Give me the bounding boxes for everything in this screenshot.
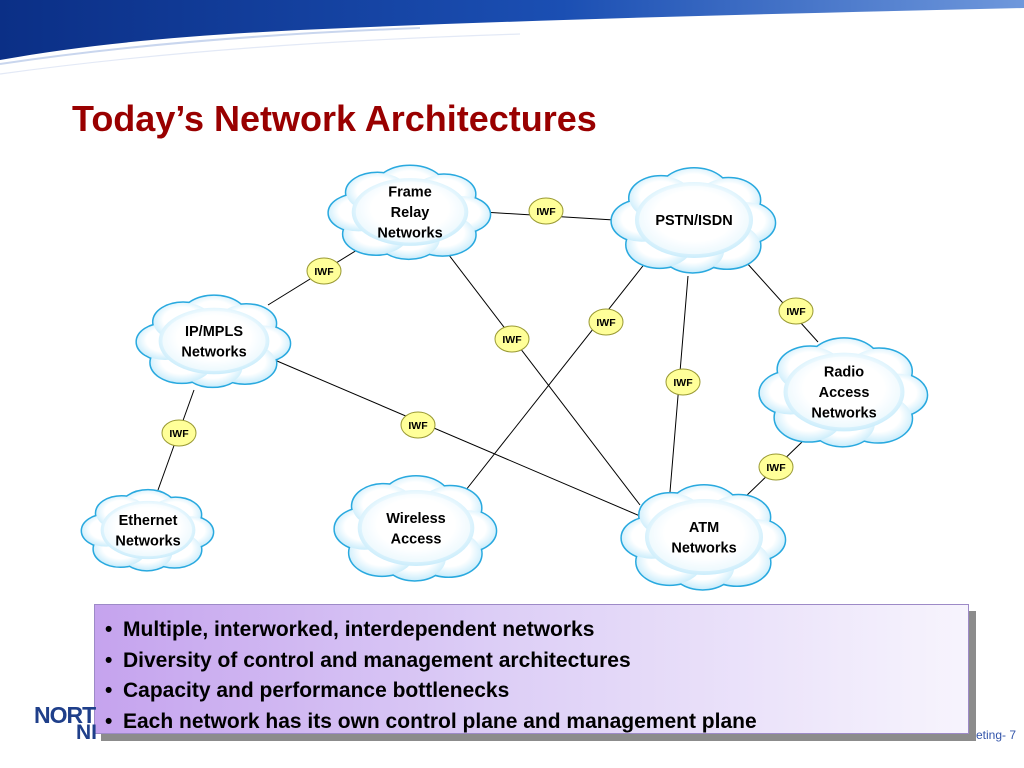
- footer-page-number: eting- 7: [975, 728, 1016, 742]
- cloud-label: Networks: [115, 533, 180, 549]
- iwf-node: IWF: [778, 297, 814, 325]
- iwf-node: IWF: [665, 368, 701, 396]
- cloud-label: Relay: [391, 205, 430, 221]
- connection-line: [461, 261, 647, 496]
- logo-text-line1: NORT: [34, 702, 96, 728]
- cloud-label: Networks: [671, 540, 736, 556]
- bullets-box: • Multiple, interworked, interdependent n…: [94, 604, 969, 734]
- connection-line: [269, 357, 641, 517]
- connection-line: [441, 245, 641, 506]
- cloud-label: Ethernet: [119, 513, 178, 529]
- iwf-label: IWF: [536, 206, 556, 218]
- iwf-node: IWF: [161, 419, 197, 447]
- cloud-label: Access: [391, 531, 442, 547]
- iwf-node: IWF: [494, 325, 530, 353]
- company-logo: NORT NI: [34, 702, 96, 742]
- cloud-label: Frame: [388, 185, 432, 201]
- bullet-text: Diversity of control and management arch…: [123, 648, 631, 672]
- iwf-label: IWF: [314, 266, 334, 278]
- iwf-node: IWF: [400, 411, 436, 439]
- cloud-label: Access: [819, 385, 870, 401]
- bullets-list: • Multiple, interworked, interdependent n…: [105, 615, 956, 737]
- cloud-pstn-isdn: PSTN/ISDN: [610, 166, 777, 274]
- iwf-node: IWF: [588, 308, 624, 336]
- header-swoosh: [0, 0, 1024, 75]
- iwf-nodes: IWF IWF IWF IWF IWF IWF IWF IWF IWF: [161, 197, 814, 481]
- cloud-label: Networks: [811, 406, 876, 422]
- bullet-symbol: •: [105, 618, 113, 641]
- iwf-node: IWF: [758, 453, 794, 481]
- bullet-text: Each network has its own control plane a…: [123, 709, 757, 733]
- cloud-label: PSTN/ISDN: [655, 213, 732, 229]
- iwf-label: IWF: [596, 317, 616, 329]
- bullet-text: Multiple, interworked, interdependent ne…: [123, 618, 595, 641]
- iwf-node: IWF: [306, 257, 342, 285]
- iwf-label: IWF: [673, 377, 693, 389]
- bullet-item: • Multiple, interworked, interdependent n…: [105, 615, 956, 646]
- cloud-label: Wireless: [386, 511, 446, 527]
- cloud-label: IP/MPLS: [185, 324, 243, 340]
- cloud-label: Networks: [181, 344, 246, 360]
- cloud-label: Networks: [377, 226, 442, 242]
- bullet-item: • Each network has its own control plane …: [105, 707, 956, 738]
- network-diagram: FrameRelayNetworksPSTN/ISDNIP/MPLSNetwor…: [80, 164, 929, 591]
- iwf-label: IWF: [408, 420, 428, 432]
- iwf-node: IWF: [528, 197, 564, 225]
- bullet-item: • Diversity of control and management arc…: [105, 646, 956, 677]
- bullet-symbol: •: [105, 679, 113, 702]
- bullet-symbol: •: [105, 648, 113, 672]
- network-clouds: FrameRelayNetworksPSTN/ISDNIP/MPLSNetwor…: [80, 164, 929, 591]
- cloud-label: Radio: [824, 365, 864, 381]
- cloud-label: ATM: [689, 520, 719, 536]
- logo-text-line2: NI: [76, 721, 96, 742]
- bullet-item: • Capacity and performance bottlenecks: [105, 676, 956, 707]
- cloud-atm: ATM Networks: [620, 483, 787, 591]
- bullet-text: Capacity and performance bottlenecks: [123, 679, 510, 702]
- connection-line: [745, 261, 819, 343]
- iwf-label: IWF: [169, 428, 189, 440]
- iwf-label: IWF: [766, 462, 786, 474]
- slide-title: Today’s Network Architectures: [72, 98, 597, 139]
- bullet-symbol: •: [105, 709, 113, 733]
- iwf-label: IWF: [502, 334, 522, 346]
- cloud-ip-mpls: IP/MPLS Networks: [135, 294, 292, 389]
- iwf-label: IWF: [786, 306, 806, 318]
